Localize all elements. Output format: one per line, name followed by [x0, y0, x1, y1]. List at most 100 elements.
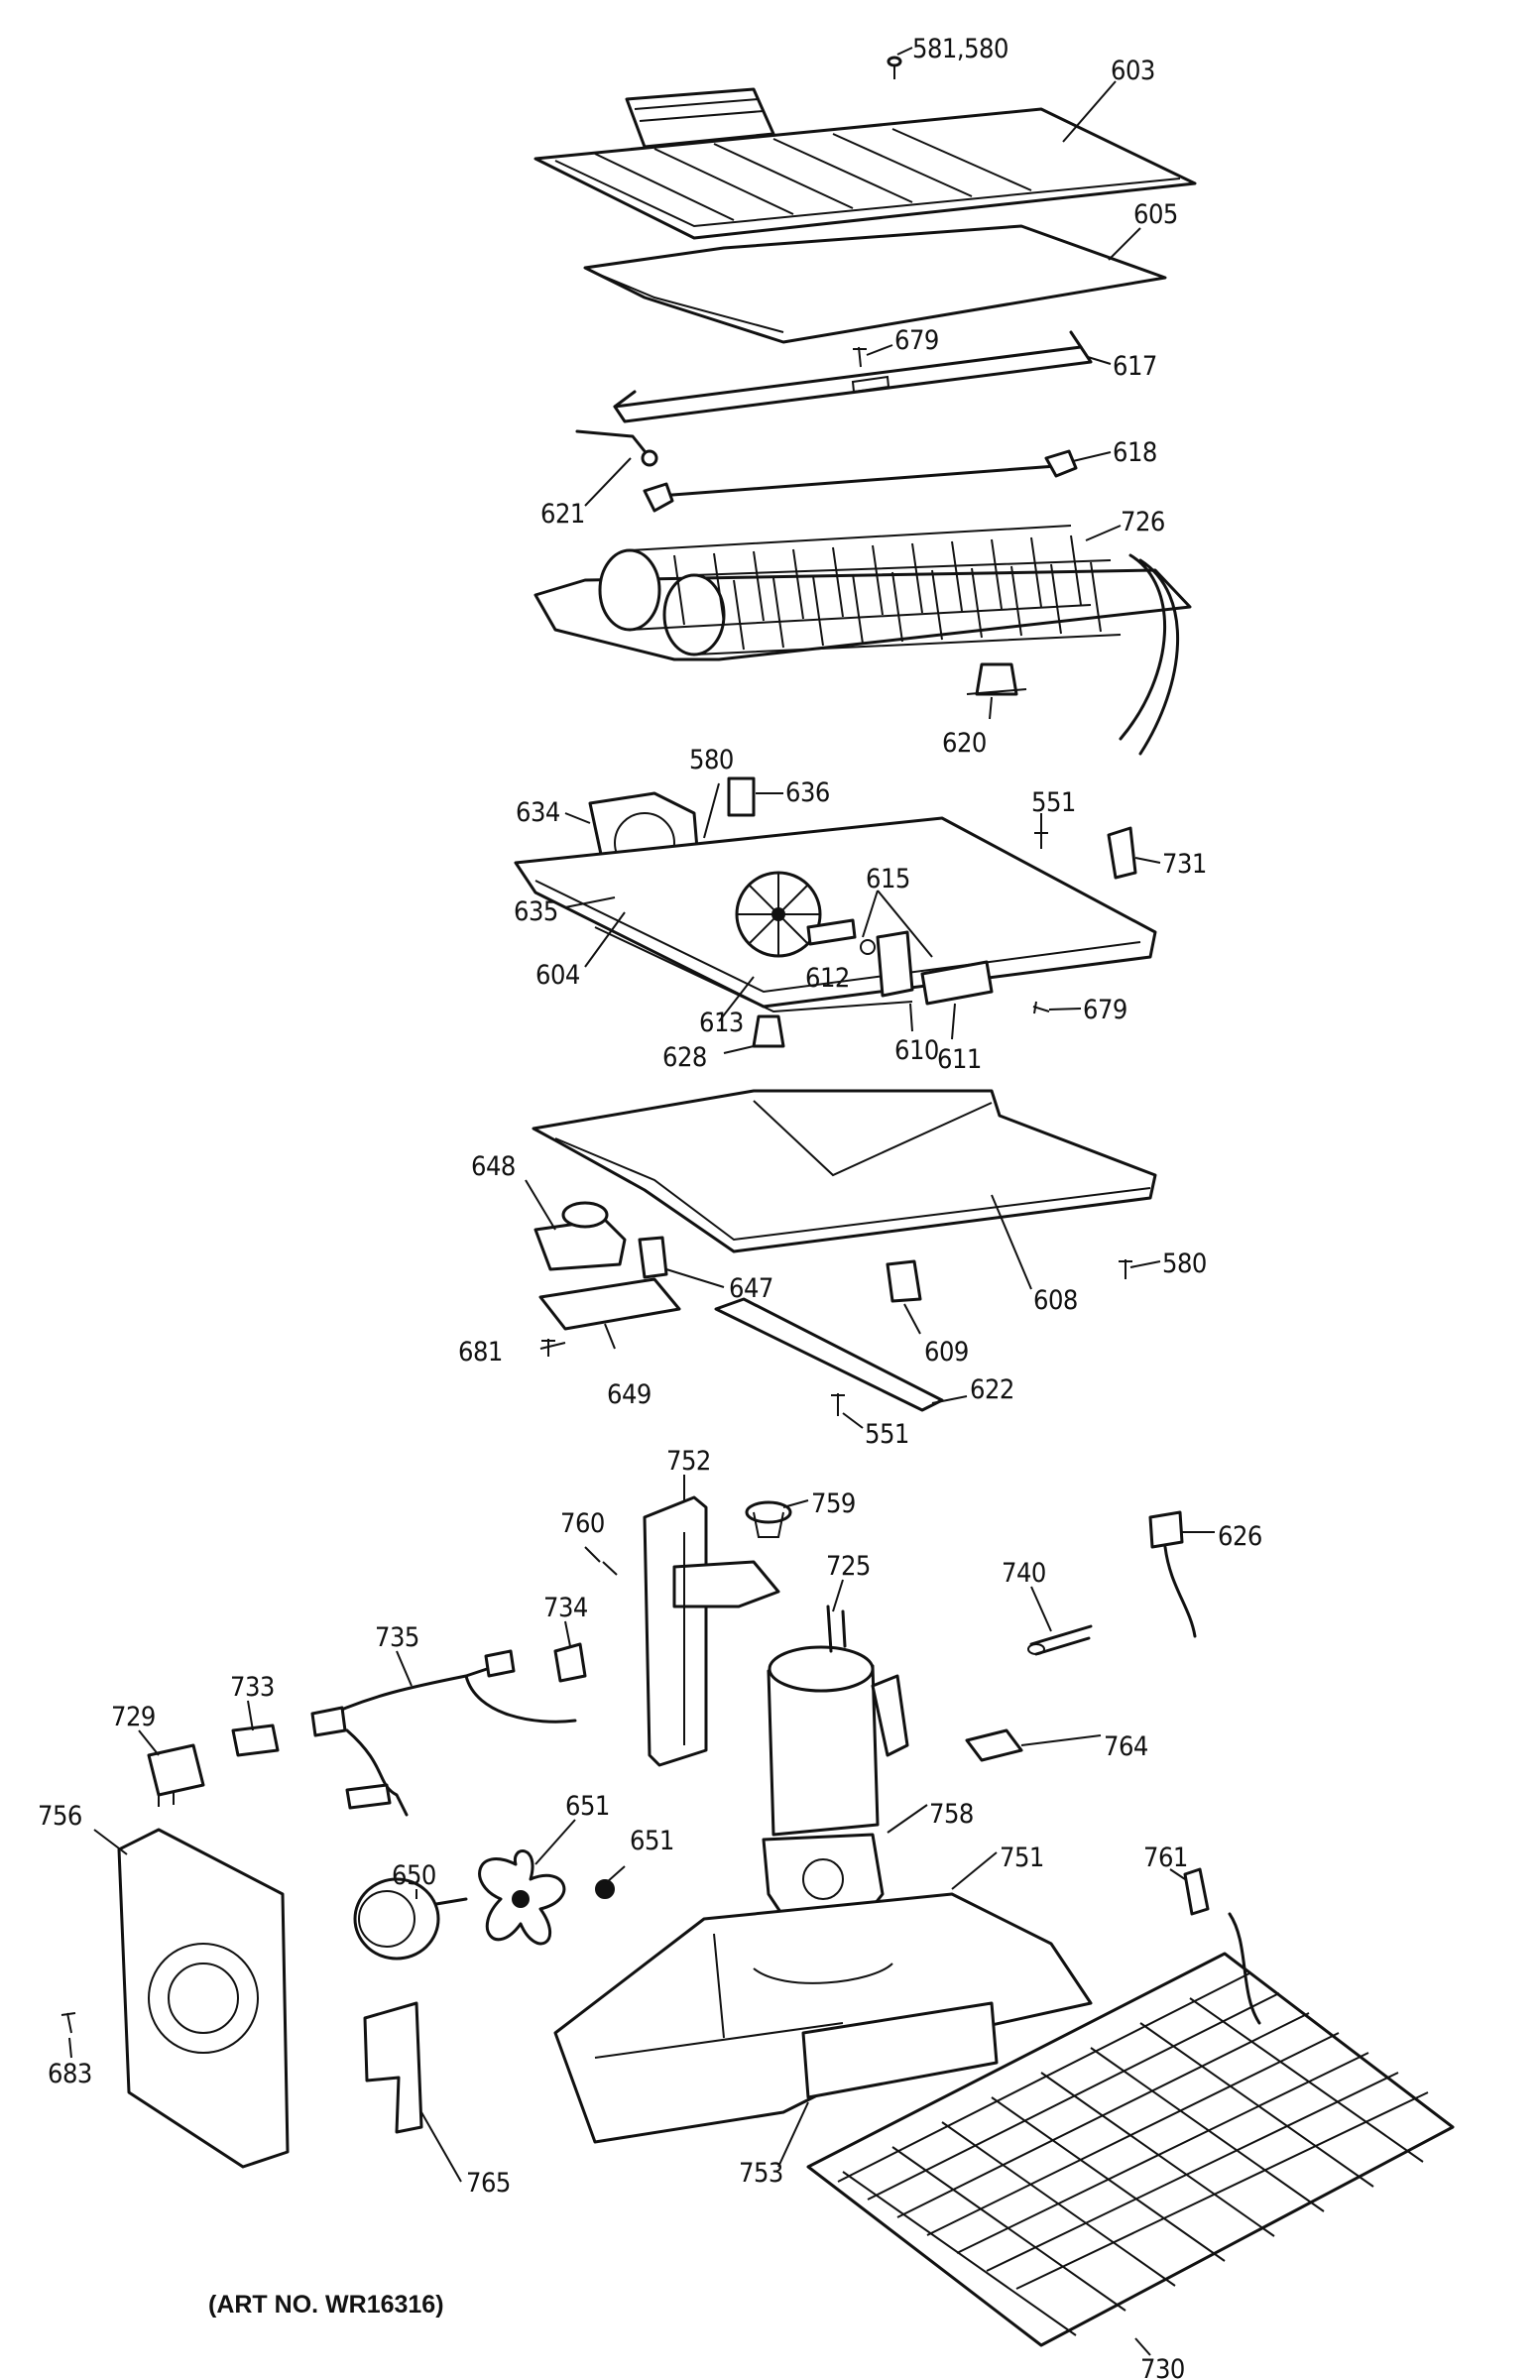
callout-615: 615 [866, 864, 910, 894]
callout-649: 649 [607, 1379, 652, 1410]
callout-580-upper: 580 [689, 745, 734, 775]
callout-679-mid: 679 [1083, 995, 1127, 1025]
callout-651-blade: 651 [565, 1791, 610, 1822]
condenser-fan-blade-651 [478, 1849, 566, 1946]
callout-730: 730 [1140, 2354, 1185, 2380]
bracket-752 [643, 1495, 780, 1767]
coil-rings [598, 525, 1122, 656]
nut-651 [595, 1879, 615, 1899]
callout-626: 626 [1218, 1521, 1262, 1552]
bracket-617 [613, 330, 1093, 423]
callout-765: 765 [466, 2168, 511, 2199]
callout-733: 733 [230, 1672, 275, 1703]
bracket-647 [638, 1236, 668, 1279]
bracket-649 [538, 1277, 681, 1331]
part-609 [886, 1259, 922, 1303]
callout-752: 752 [666, 1446, 711, 1477]
leader-lines [68, 47, 1215, 2356]
art-number: (ART NO. WR16316) [208, 2291, 444, 2319]
drain-628 [752, 1014, 785, 1048]
callout-681: 681 [458, 1337, 503, 1368]
clip-761 [1183, 1867, 1210, 1916]
callout-636: 636 [785, 777, 830, 808]
screw-679-top [853, 346, 867, 368]
callout-756: 756 [38, 1801, 82, 1832]
switch-733 [231, 1724, 280, 1757]
callout-551-upper: 551 [1031, 787, 1076, 818]
damper-648 [533, 1201, 627, 1271]
screw-580-lower [1119, 1259, 1132, 1279]
callout-758: 758 [929, 1799, 974, 1830]
fan-blade-613 [735, 871, 822, 958]
callout-617: 617 [1113, 351, 1157, 382]
callout-726: 726 [1121, 507, 1165, 537]
callout-753: 753 [739, 2158, 783, 2189]
screw-760 [602, 1561, 618, 1576]
relay-734 [553, 1642, 587, 1683]
baffle-765 [363, 2001, 423, 2134]
callout-608: 608 [1033, 1285, 1078, 1316]
callout-610: 610 [894, 1035, 939, 1066]
screw-683 [60, 2012, 76, 2034]
screw-679-mid [1032, 1001, 1050, 1014]
channel-622 [714, 1297, 944, 1412]
callout-612: 612 [805, 963, 850, 994]
callout-580-lower: 580 [1162, 1249, 1207, 1279]
callout-650: 650 [392, 1860, 436, 1891]
part-753 [801, 2001, 999, 2099]
parts-610-611-612 [806, 918, 994, 1006]
grommet-759 [745, 1500, 792, 1538]
callout-760: 760 [560, 1508, 605, 1539]
fan-motor-650 [353, 1877, 468, 1961]
screw-551-top [1034, 831, 1048, 849]
bracket-731 [1107, 826, 1137, 880]
heater-rod-618-621 [575, 429, 1078, 513]
callout-735: 735 [375, 1622, 419, 1653]
harness-735 [310, 1649, 577, 1817]
callout-551-lower: 551 [865, 1419, 909, 1450]
callout-751: 751 [1000, 1843, 1044, 1873]
callout-647: 647 [729, 1273, 773, 1304]
bracket-764 [965, 1728, 1023, 1762]
callout-605: 605 [1133, 199, 1178, 230]
callout-725: 725 [826, 1551, 871, 1582]
evaporator-coil-726 [533, 525, 1192, 756]
top-cover-603 [533, 87, 1197, 240]
defrost-thermostat-620 [966, 662, 1027, 696]
callout-618: 618 [1113, 437, 1157, 468]
condenser-coil-730 [806, 1912, 1455, 2347]
condenser-shroud-756 [117, 1828, 290, 2169]
callout-604: 604 [535, 960, 580, 991]
callout-731: 731 [1162, 849, 1207, 880]
screw-551-lower [831, 1393, 845, 1416]
callout-609: 609 [924, 1337, 969, 1368]
evaporator-pan-604 [514, 816, 1157, 1013]
callout-622: 622 [970, 1374, 1014, 1405]
callout-613: 613 [699, 1008, 744, 1038]
callout-740: 740 [1002, 1558, 1046, 1589]
lower-pan-608 [532, 1089, 1157, 1253]
callout-648: 648 [471, 1151, 516, 1182]
callout-581-580: 581,580 [912, 34, 1008, 64]
callout-759: 759 [811, 1488, 856, 1519]
callout-761: 761 [1143, 1843, 1188, 1873]
callout-603: 603 [1111, 56, 1155, 86]
callout-611: 611 [937, 1044, 982, 1075]
callout-764: 764 [1104, 1731, 1148, 1762]
callout-734: 734 [543, 1593, 588, 1623]
callout-621: 621 [540, 499, 585, 530]
power-cord-626 [1148, 1510, 1197, 1638]
compressor-725 [767, 1605, 909, 1837]
callout-628: 628 [662, 1042, 707, 1073]
spring-740 [1027, 1624, 1093, 1656]
clip-636 [727, 776, 756, 817]
callout-620: 620 [942, 728, 987, 759]
callout-729: 729 [111, 1702, 156, 1732]
insulation-panel-605 [583, 224, 1167, 344]
screw-581-580 [887, 56, 902, 79]
capacitor-729 [147, 1743, 205, 1807]
callout-635: 635 [514, 896, 558, 927]
callout-651-nut: 651 [630, 1826, 674, 1856]
